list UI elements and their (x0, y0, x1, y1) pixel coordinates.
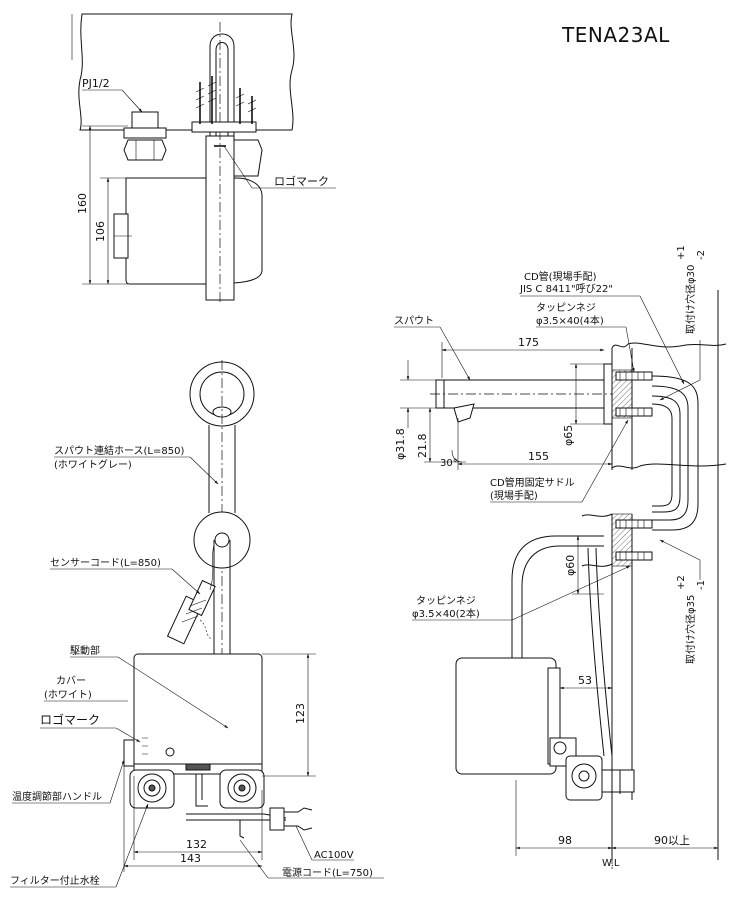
hole-lower-tol-minus: -1 (696, 580, 707, 590)
dim-123: 123 (294, 703, 307, 724)
upper-mount (611, 369, 653, 419)
cover-color: (ホワイト) (44, 689, 92, 701)
drive-unit-label: 駆動部 (70, 644, 100, 657)
dim-60: φ60 (564, 555, 577, 576)
hose-color: (ホワイトグレー) (54, 458, 132, 471)
flange-plate (191, 121, 257, 133)
dim-143: 143 (180, 852, 201, 865)
spout-side (430, 363, 613, 425)
tap-screw-1-spec: φ3.5×40(4本) (536, 314, 604, 327)
dim-175: 175 (518, 336, 539, 349)
dim-132: 132 (186, 838, 207, 851)
dim-106: 106 (94, 221, 107, 242)
hose-label: スパウト連結ホース(L=850) (54, 444, 184, 457)
tap-screw-1: タッピンネジ (536, 302, 596, 314)
front-view: スパウト連結ホース(L=850) (ホワイトグレー) センサーコード(L=850… (10, 360, 384, 888)
sensor-cord-label: センサーコード(L=850) (50, 557, 161, 569)
cd-pipe-label-1: CD管(現場手配) (524, 270, 597, 283)
cd-pipe (651, 375, 699, 531)
hole-upper-tol-plus: +1 (676, 245, 687, 260)
hole-lower-tol-plus: +2 (676, 575, 687, 590)
lower-mount (611, 513, 653, 567)
right-fitting (219, 769, 265, 809)
tapping-screws-top (195, 76, 257, 124)
union-nut (123, 139, 167, 161)
hole-lower-label: 取付け穴径φ35 (684, 595, 697, 664)
sensor-connector (166, 544, 216, 645)
tap-screw-2: タッピンネジ (416, 595, 476, 607)
counter-slab (78, 13, 295, 131)
drive-unit-front (133, 653, 263, 775)
side-view: スパウト CD管(現場手配) JIS C 8411"呼び22" タッピンネジ φ… (394, 245, 727, 870)
power-cord-label: 電源コード(L=750) (282, 866, 373, 879)
left-fitting (129, 769, 175, 809)
wl-label: W.L (602, 858, 620, 869)
saddle-label-2: (現場手配) (490, 489, 538, 502)
spout-label: スパウト (394, 315, 434, 327)
tap-screw-2-spec: φ3.5×40(2本) (412, 607, 480, 620)
front-logo-label: ロゴマーク (40, 712, 100, 727)
temp-handle-label: 温度調節部ハンドル (12, 790, 102, 803)
top-logo-label: ロゴマーク (274, 174, 329, 188)
hole-upper-tol-minus: -2 (696, 250, 707, 260)
model-title: TENA23AL (561, 23, 670, 47)
pipe-label: PJ1/2 (82, 77, 110, 90)
filter-valve-label: フィルター付止水栓 (10, 874, 100, 887)
dim-98: 98 (558, 834, 572, 847)
power-cord (186, 807, 313, 839)
spout-tube-top (205, 135, 235, 301)
top-view: PJ1/2 ロゴマーク 160 106 (71, 13, 336, 305)
hose-side (511, 535, 604, 660)
dim-160: 160 (76, 193, 89, 214)
dim-31-8: φ31.8 (394, 428, 407, 460)
hole-upper-label: 取付け穴径φ30 (684, 265, 697, 334)
cover-label: カバー (56, 675, 86, 687)
dim-53: 53 (578, 674, 592, 687)
power-voltage-label: AC100V (314, 850, 354, 861)
drive-unit-side (455, 657, 635, 801)
cd-pipe-label-2: JIS C 8411"呼び22" (519, 283, 613, 295)
dim-65: φ65 (562, 425, 575, 446)
dim-90: 90以上 (654, 834, 690, 847)
dim-30deg: 30° (440, 458, 458, 469)
drive-unit-top (125, 177, 263, 285)
saddle-label-1: CD管用固定サドル (490, 476, 575, 489)
dim-21-8: 21.8 (416, 434, 429, 459)
dim-155: 155 (528, 450, 549, 463)
